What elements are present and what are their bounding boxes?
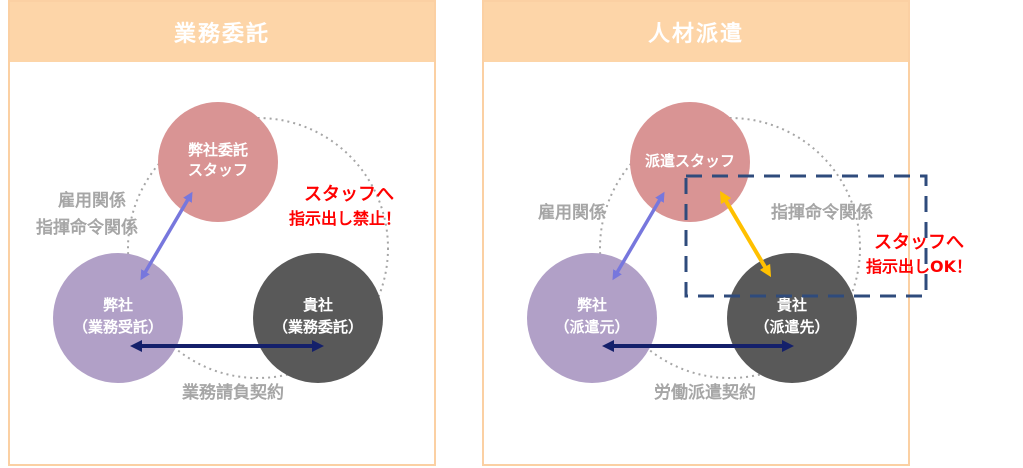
label-employment: 雇用関係 [538, 202, 606, 223]
note-line2: 指示出し禁止！ [289, 209, 401, 228]
arrow-command [719, 190, 772, 278]
label-bottom-contract: 労働派遣契約 [654, 382, 756, 403]
label-bottom-contract: 業務請負契約 [182, 382, 284, 403]
node-staff-line2: スタッフ [188, 161, 248, 179]
node-client-line2: （業務委託） [273, 318, 363, 336]
node-our-company-line2: （派遣元） [554, 318, 629, 336]
panel-staffing: 人材派遣 [482, 0, 910, 466]
label-employment: 雇用関係 [58, 190, 126, 211]
note-line2: 指示出しOK！ [866, 257, 972, 276]
note-line1: スタッフへ [304, 184, 394, 205]
panel-outsourcing: 業務委託 [8, 0, 436, 466]
node-dispatched-staff-label: 派遣スタッフ [645, 152, 735, 170]
node-our-company-line2: （業務受託） [73, 318, 163, 336]
node-client-line1: 貴社 [303, 296, 333, 314]
node-staff-line1: 弊社委託 [188, 141, 248, 159]
panel-title: 人材派遣 [484, 2, 908, 62]
node-client-line2: （派遣先） [754, 318, 829, 336]
label-command: 指揮命令関係 [36, 217, 138, 238]
arrow-employment [140, 191, 193, 281]
label-command: 指揮命令関係 [771, 202, 873, 223]
arrow-employment [612, 191, 665, 281]
node-our-company-line1: 弊社 [577, 296, 607, 314]
panel-title: 業務委託 [10, 2, 434, 62]
dashed-command-box [684, 174, 928, 298]
node-client-line1: 貴社 [777, 296, 807, 314]
note-line1: スタッフへ [874, 232, 964, 253]
node-our-company-line1: 弊社 [103, 296, 133, 314]
